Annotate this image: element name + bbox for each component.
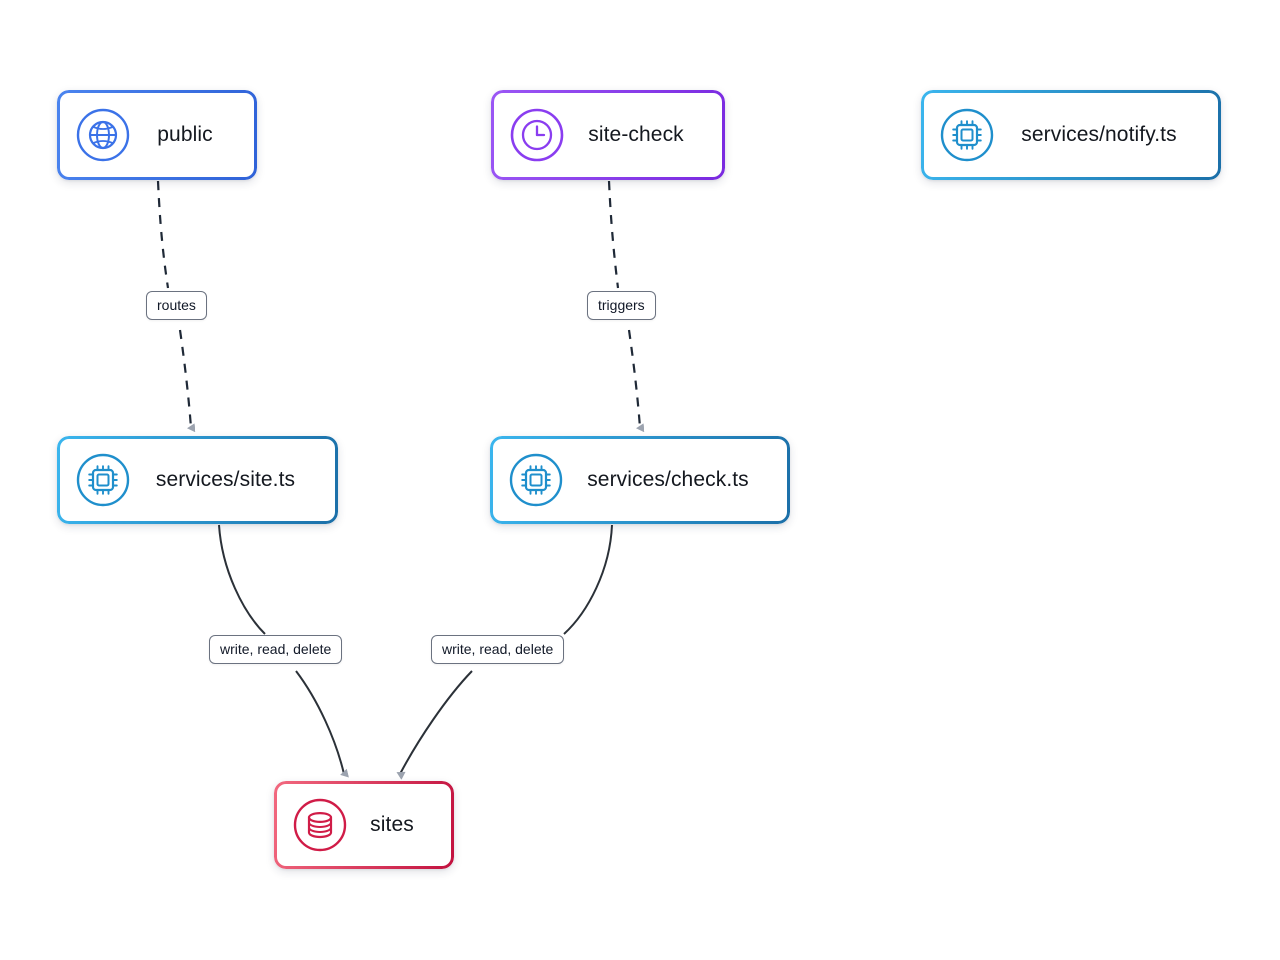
cpu-icon	[75, 452, 131, 508]
node-label: services/check.ts	[587, 468, 749, 491]
node-services-notify-ts[interactable]: services/notify.ts	[921, 90, 1221, 180]
cpu-icon	[508, 452, 564, 508]
database-icon	[292, 797, 348, 853]
edge-label-triggers[interactable]: triggers	[587, 291, 656, 321]
node-label: public	[157, 123, 213, 146]
node-services-check-ts[interactable]: services/check.ts	[490, 436, 790, 524]
node-site-check[interactable]: site-check	[491, 90, 725, 180]
node-sites[interactable]: sites	[274, 781, 454, 869]
node-label: site-check	[588, 123, 684, 146]
node-label: sites	[370, 813, 414, 836]
edge-label-check-write-read-delete[interactable]: write, read, delete	[431, 635, 565, 665]
node-label: services/site.ts	[155, 468, 296, 491]
node-label: services/notify.ts	[1021, 123, 1177, 146]
node-public[interactable]: public	[57, 90, 257, 180]
globe-icon	[75, 107, 131, 163]
node-services-site-ts[interactable]: services/site.ts	[57, 436, 338, 524]
clock-icon	[509, 107, 565, 163]
edge-label-site-write-read-delete[interactable]: write, read, delete	[209, 635, 343, 665]
cpu-icon	[939, 107, 995, 163]
edge-label-routes[interactable]: routes	[146, 291, 207, 321]
